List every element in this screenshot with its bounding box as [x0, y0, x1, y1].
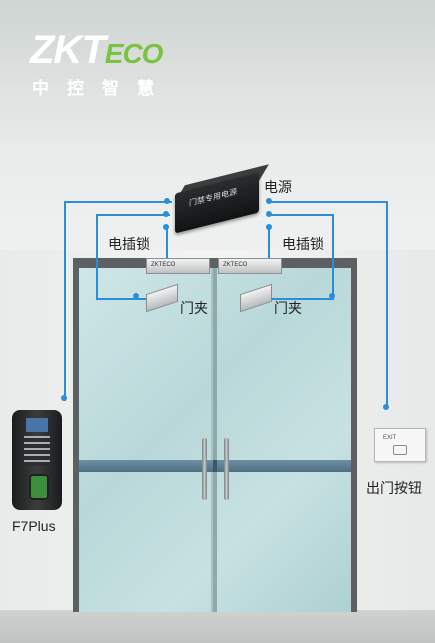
wire-endpoint-left-clamp: [133, 293, 139, 299]
logo-zkt-text: ZKT: [30, 28, 106, 72]
wire-endpoint-power-right: [266, 198, 272, 204]
wire-left-lock: [166, 226, 170, 258]
wire-left-clamp: [96, 214, 170, 300]
right-door-handle: [224, 438, 229, 500]
logo-subtitle: 中控智慧: [32, 79, 172, 98]
wire-endpoint-power-left-2: [163, 211, 169, 217]
label-reader-model: F7Plus: [12, 518, 56, 534]
logo-wordmark: ZKTECO: [30, 28, 164, 73]
reader-keypad: [24, 436, 50, 466]
door-gap: [213, 268, 217, 612]
wire-right-lock: [268, 226, 272, 258]
left-electric-lock: ZKTECO: [146, 258, 210, 274]
right-lock-text: ZKTECO: [223, 262, 248, 268]
wire-endpoint-reader: [61, 395, 67, 401]
label-door-clamp-right: 门夹: [274, 300, 302, 316]
right-electric-lock: ZKTECO: [218, 258, 282, 274]
ceiling-background: [0, 0, 435, 140]
logo-eco-text: ECO: [104, 38, 164, 69]
door-left-edge: [211, 268, 213, 612]
wire-reader: [64, 201, 172, 401]
label-exit-button: 出门按钮: [366, 480, 422, 496]
floor-background: [0, 610, 435, 643]
wire-exit-button: [270, 201, 388, 409]
power-supply-box-text: 门禁专用电源: [189, 187, 237, 208]
exit-button-device: EXIT: [374, 428, 426, 462]
wire-endpoint-exit: [383, 404, 389, 410]
door-crossbar-gap: [213, 460, 217, 472]
fingerprint-reader: [12, 410, 62, 510]
label-door-clamp-left: 门夹: [180, 300, 208, 316]
reader-screen: [26, 418, 48, 432]
left-door-handle: [202, 438, 207, 500]
exit-key-icon: [393, 445, 407, 455]
exit-button-text: EXIT: [383, 435, 397, 441]
wire-endpoint-power-right-3: [266, 224, 272, 230]
brand-logo: ZKTECO 中控智慧: [30, 28, 200, 98]
label-electric-lock-left: 电插锁: [108, 236, 150, 252]
wire-endpoint-power-right-2: [266, 211, 272, 217]
label-electric-lock-right: 电插锁: [282, 236, 324, 252]
wire-endpoint-right-clamp: [329, 293, 335, 299]
left-lock-text: ZKTECO: [151, 262, 176, 268]
wire-right-clamp: [270, 214, 334, 300]
wire-endpoint-power-left: [164, 198, 170, 204]
wire-endpoint-power-left-3: [163, 224, 169, 230]
label-power-supply: 电源: [264, 179, 292, 195]
fingerprint-sensor-icon: [29, 474, 49, 500]
